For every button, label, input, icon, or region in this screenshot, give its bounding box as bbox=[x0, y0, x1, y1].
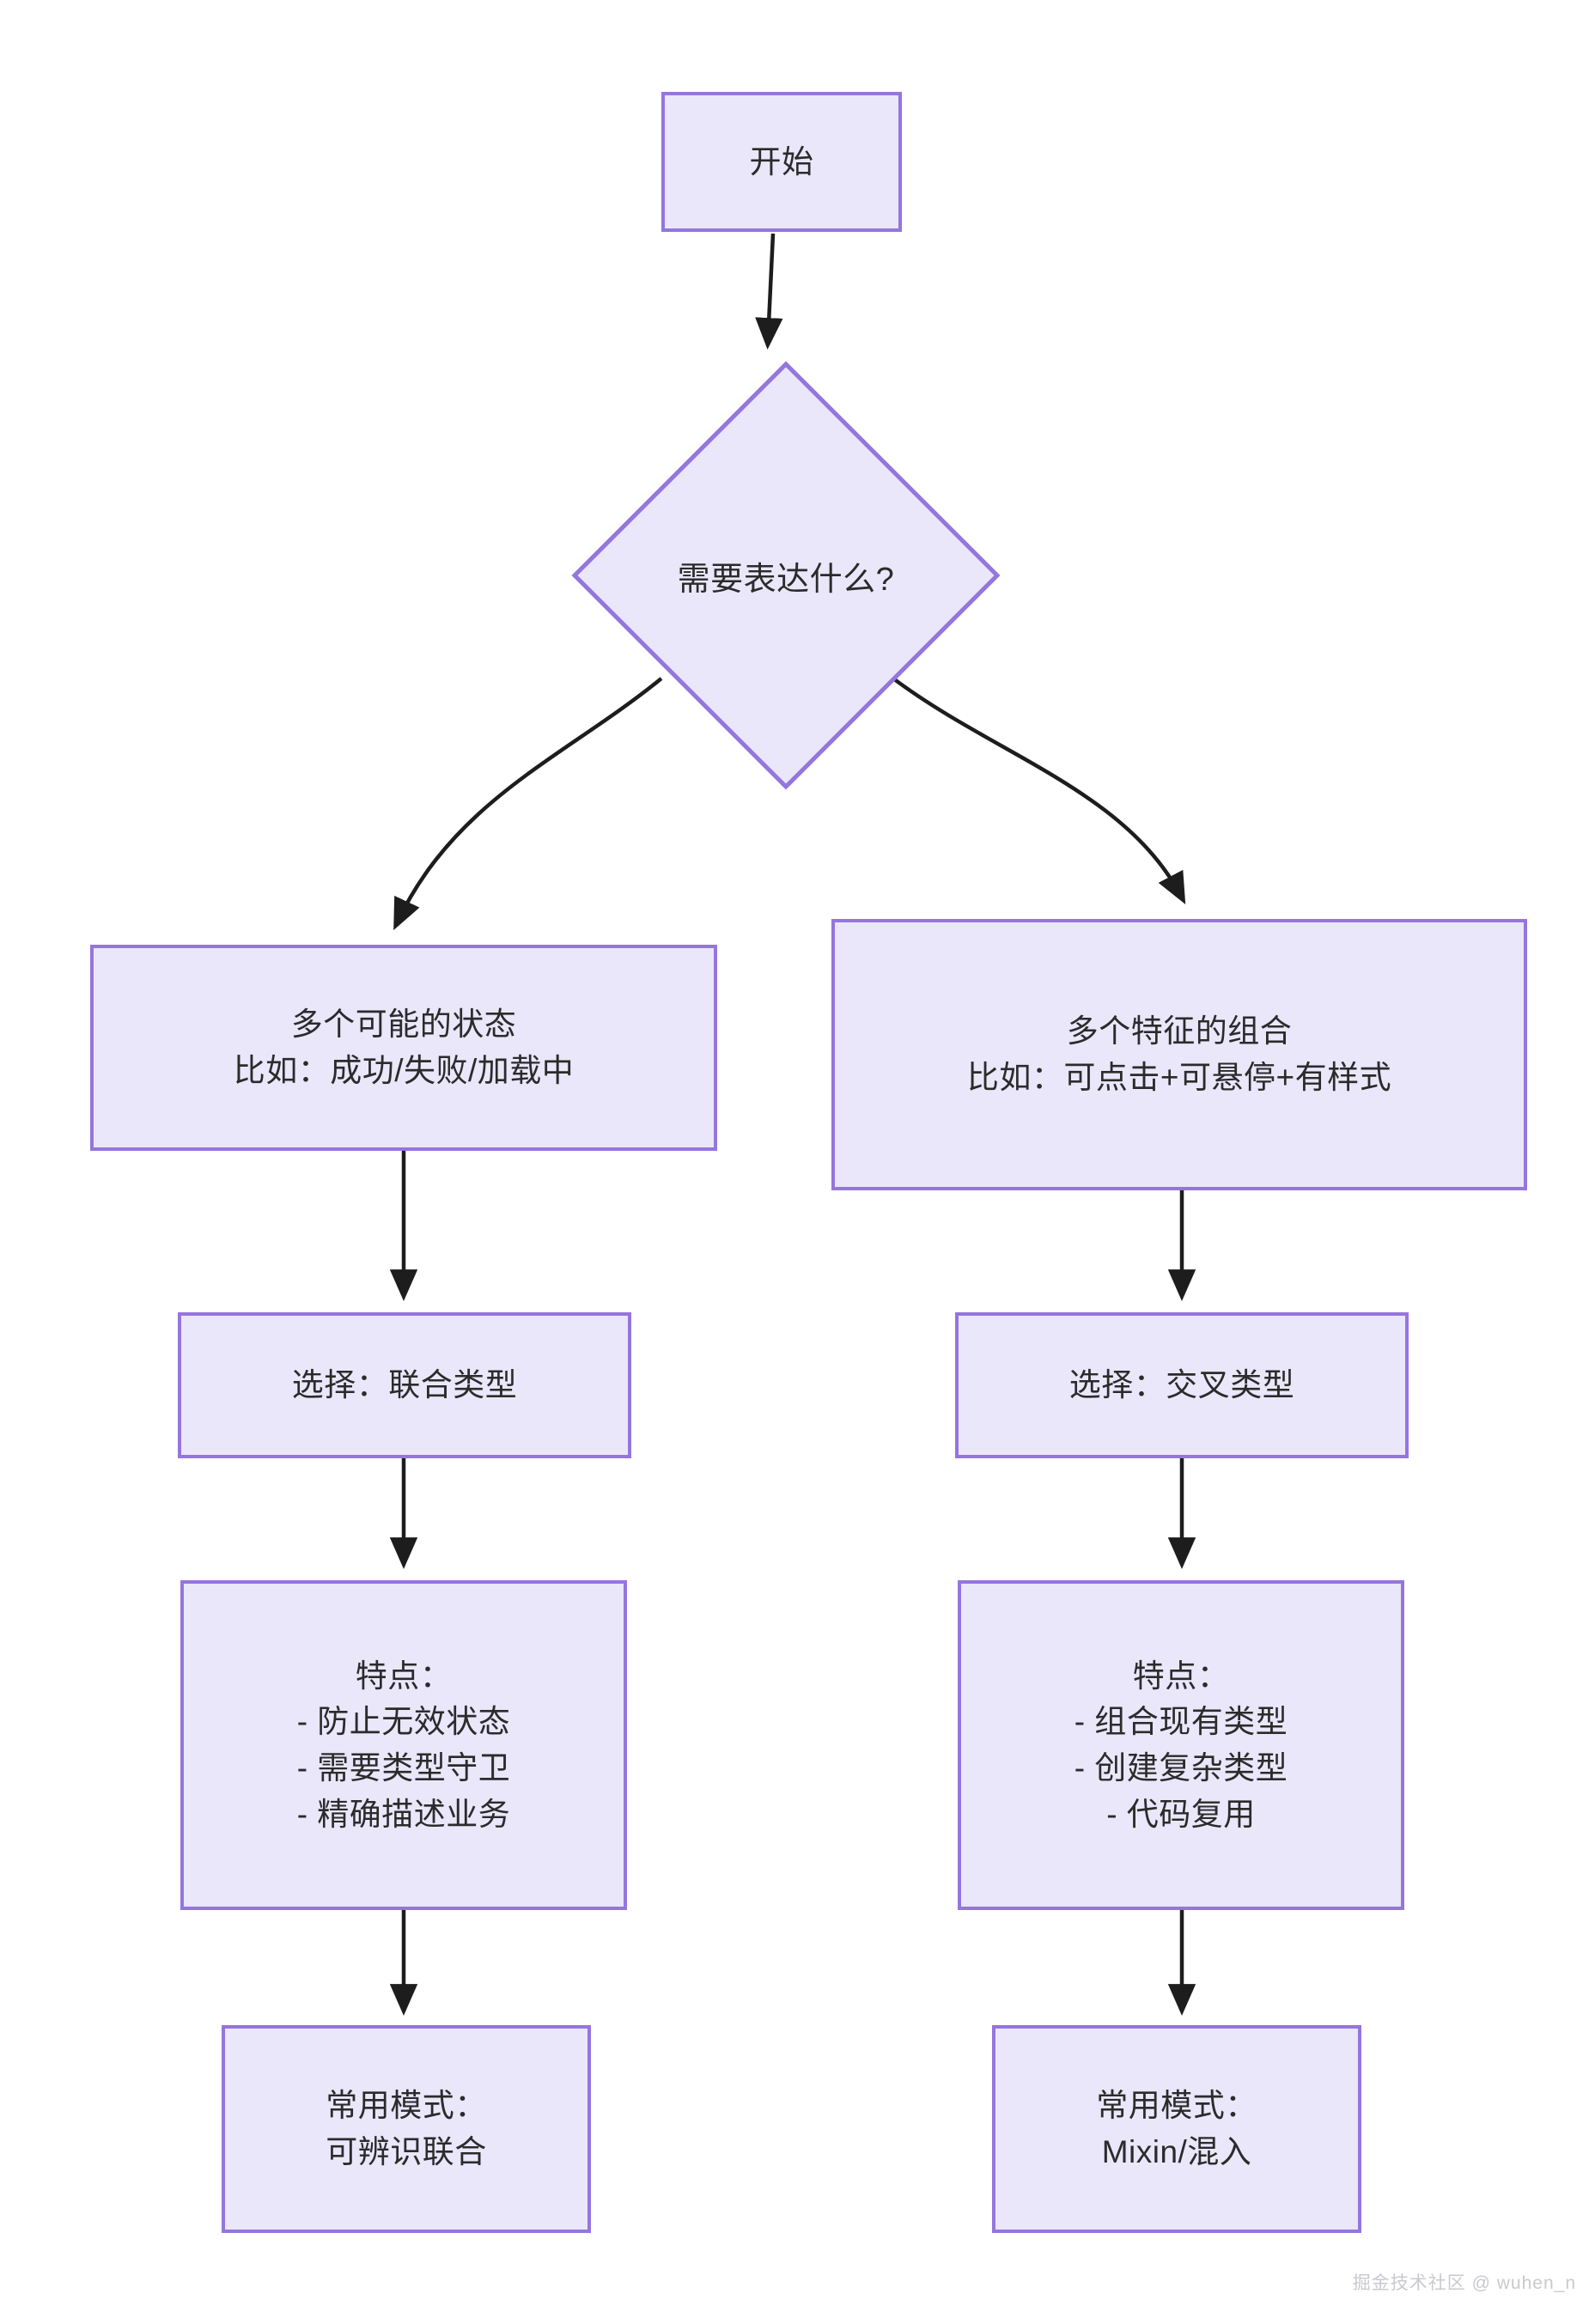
node-right-pattern-line2: Mixin/混入 bbox=[1101, 2134, 1252, 2169]
node-right-condition[interactable]: 多个特征的组合 比如：可点击+可悬停+有样式 bbox=[831, 919, 1527, 1190]
node-left-condition-line2: 比如：成功/失败/加载中 bbox=[233, 1053, 575, 1088]
node-left-condition-line1: 多个可能的状态 bbox=[290, 1007, 517, 1043]
node-right-choice[interactable]: 选择：交叉类型 bbox=[955, 1312, 1409, 1458]
node-right-features[interactable]: 特点： - 组合现有类型 - 创建复杂类型 - 代码复用 bbox=[958, 1580, 1404, 1910]
node-left-pattern-line1: 常用模式： bbox=[326, 2088, 487, 2124]
node-left-choice-label: 选择：联合类型 bbox=[291, 1367, 518, 1403]
watermark: 掘金技术社区 @ wuhen_n bbox=[1352, 2273, 1576, 2293]
node-left-choice[interactable]: 选择：联合类型 bbox=[178, 1312, 631, 1458]
node-left-features-item-3: - 精确描述业务 bbox=[296, 1796, 511, 1832]
node-left-condition[interactable]: 多个可能的状态 比如：成功/失败/加载中 bbox=[90, 945, 717, 1151]
node-start[interactable]: 开始 bbox=[661, 92, 902, 232]
node-left-features-heading: 特点： bbox=[355, 1658, 453, 1694]
node-right-condition-line1: 多个特征的组合 bbox=[1066, 1013, 1293, 1049]
node-right-features-item-3: - 代码复用 bbox=[1106, 1796, 1256, 1832]
diamond-shape bbox=[571, 361, 1001, 790]
node-right-features-heading: 特点： bbox=[1132, 1658, 1230, 1694]
node-left-pattern-line2: 可辨识联合 bbox=[326, 2134, 487, 2169]
node-left-features-item-1: - 防止无效状态 bbox=[296, 1704, 511, 1740]
node-right-condition-line2: 比如：可点击+可悬停+有样式 bbox=[966, 1060, 1392, 1095]
edge-start-to-decision bbox=[755, 233, 783, 350]
node-left-pattern[interactable]: 常用模式： 可辨识联合 bbox=[222, 2025, 591, 2233]
node-right-features-item-1: - 组合现有类型 bbox=[1074, 1704, 1288, 1740]
node-left-features[interactable]: 特点： - 防止无效状态 - 需要类型守卫 - 精确描述业务 bbox=[180, 1580, 627, 1910]
node-right-choice-label: 选择：交叉类型 bbox=[1068, 1367, 1295, 1403]
node-right-pattern-line1: 常用模式： bbox=[1096, 2088, 1257, 2124]
node-right-pattern[interactable]: 常用模式： Mixin/混入 bbox=[992, 2025, 1361, 2233]
node-start-label: 开始 bbox=[749, 143, 814, 179]
node-decision-label: 需要表达什么? bbox=[677, 561, 895, 598]
node-right-features-item-2: - 创建复杂类型 bbox=[1074, 1750, 1288, 1786]
node-left-features-item-2: - 需要类型守卫 bbox=[296, 1750, 511, 1786]
node-decision[interactable]: 需要表达什么? bbox=[571, 361, 1001, 790]
